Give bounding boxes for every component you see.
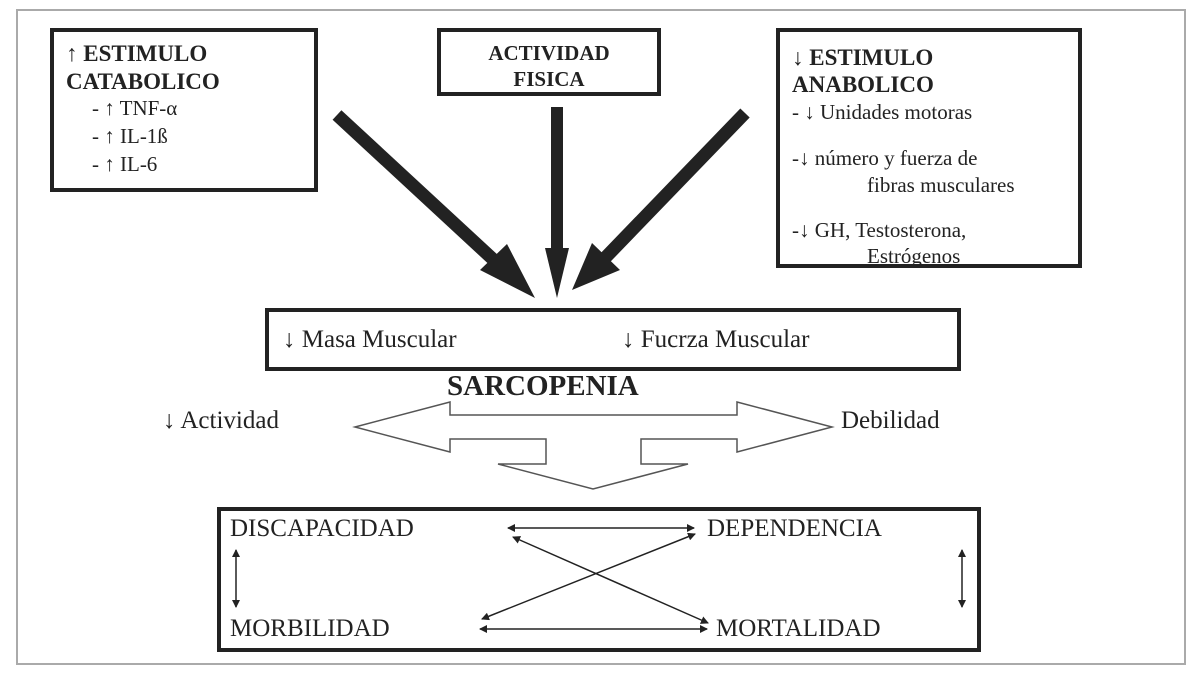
outline-arrow-sarcopenia (352, 401, 835, 490)
catabolic-item: - ↑ IL-1ß (92, 124, 168, 148)
catabolic-title-2: CATABOLICO (66, 69, 220, 94)
thick-arrow-activity (545, 107, 569, 298)
outcomes-box (217, 507, 981, 652)
catabolic-title-1: ↑ ESTIMULO (66, 41, 208, 66)
anabolic-title-2: ANABOLICO (792, 72, 934, 97)
muscle-mass-label: ↓ Masa Muscular (283, 326, 457, 353)
arrow-dependencia-morbilidad (481, 532, 696, 621)
anabolic-item-3b: Estrógenos (867, 244, 961, 268)
catabolic-item: - ↑ IL-6 (92, 152, 158, 176)
thick-arrow-catabolic (332, 110, 535, 298)
anabolic-item-2a: -↓ número y fuerza de (792, 146, 978, 170)
outer-frame (16, 9, 1186, 665)
anabolic-item-1: - ↓ Unidades motoras (792, 100, 973, 124)
anabolic-item-2b: fibras musculares (867, 173, 1015, 197)
thick-arrow-anabolic (572, 108, 750, 290)
sarcopenia-title: SARCOPENIA (447, 370, 639, 402)
muscle-box: ↓ Masa Muscular ↓ Fucrza Muscular (265, 308, 961, 371)
outcome-morbilidad: MORBILIDAD (230, 615, 390, 642)
catabolic-box: ↑ ESTIMULO CATABOLICO - ↑ TNF-α - ↑ IL-1… (50, 28, 318, 192)
anabolic-item-3a: -↓ GH, Testosterona, (792, 218, 967, 242)
activity-line-1: ACTIVIDAD (488, 41, 610, 65)
activity-decrease-label: ↓ Actividad (163, 407, 279, 434)
outcome-mortalidad: MORTALIDAD (716, 615, 881, 642)
anabolic-box: ↓ ESTIMULO ANABOLICO - ↓ Unidades motora… (776, 28, 1082, 268)
outcome-dependencia: DEPENDENCIA (707, 515, 882, 542)
outcome-discapacidad: DISCAPACIDAD (230, 515, 414, 542)
activity-line-2: FISICA (513, 67, 585, 91)
anabolic-title-1: ↓ ESTIMULO (792, 45, 934, 70)
muscle-strength-label: ↓ Fucrza Muscular (622, 326, 810, 353)
catabolic-item: - ↑ TNF-α (92, 96, 178, 120)
weakness-label: Debilidad (841, 407, 940, 434)
physical-activity-box: ACTIVIDAD FISICA (437, 28, 661, 96)
